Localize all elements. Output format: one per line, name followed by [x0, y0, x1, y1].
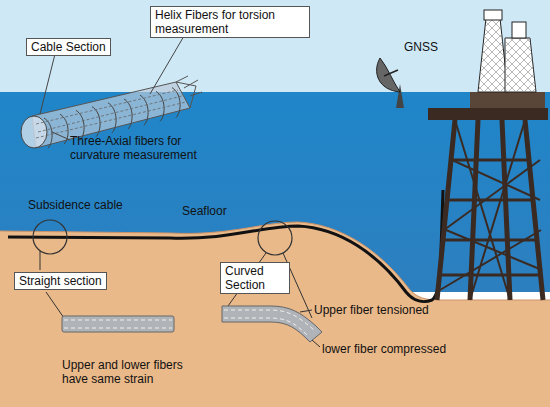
leader-line [40, 50, 56, 114]
gnss-antenna [377, 58, 404, 108]
leader-line [312, 340, 320, 347]
leader-line [52, 132, 70, 140]
callout-label: Helix Fibers for torsion measurement [150, 6, 310, 38]
fiber [224, 310, 314, 336]
leader-line [150, 36, 184, 94]
subsidence-cable [8, 190, 443, 301]
note-label: Upper fiber tensioned [314, 303, 429, 317]
curved-bar [222, 306, 322, 342]
straight-bar [62, 316, 174, 332]
seabed-edge [0, 222, 550, 300]
callout-label: Cable Section [26, 38, 111, 56]
device-label: GNSS [404, 40, 438, 54]
platform [428, 10, 548, 300]
fiber [64, 320, 172, 328]
note-label: Upper and lower fibers have same strain [62, 358, 212, 386]
sky [0, 0, 550, 95]
detail-circle [33, 220, 67, 254]
callout-label: Three-Axial fibers for curvature measure… [70, 134, 230, 162]
callout-label: Straight section [14, 272, 107, 290]
leader-line [300, 310, 312, 312]
note-label: lower fiber compressed [322, 342, 446, 356]
seabed [0, 222, 550, 407]
region-label: Seafloor [182, 204, 227, 218]
callout-label: Curved Section [220, 262, 290, 294]
region-label: Subsidence cable [28, 198, 123, 212]
detail-circle [258, 221, 292, 255]
